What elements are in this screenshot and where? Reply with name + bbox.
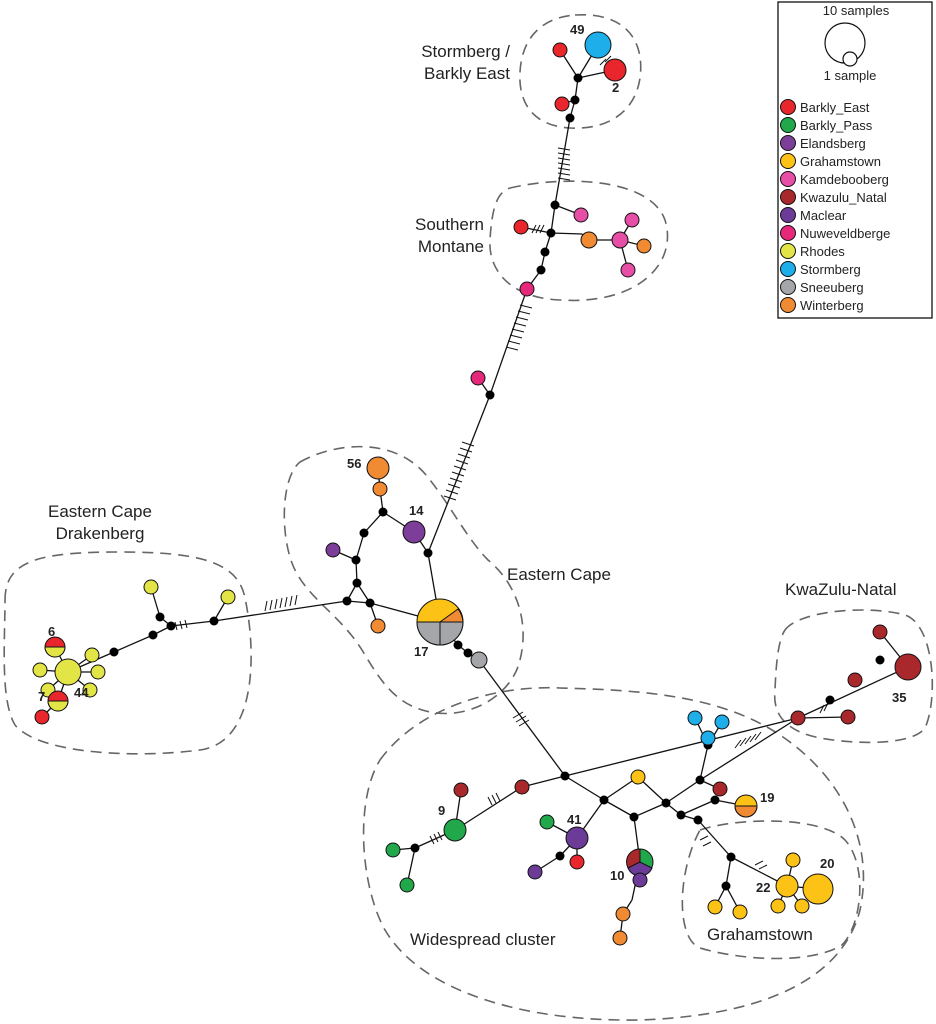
label-grahamstown: Grahamstown bbox=[707, 925, 813, 944]
label-h14: 14 bbox=[409, 503, 424, 518]
legend-label-grahamstown: Grahamstown bbox=[800, 154, 881, 169]
legend-label-barkly-east: Barkly_East bbox=[800, 100, 870, 115]
legend-swatch-winterberg bbox=[780, 297, 796, 313]
legend-swatch-stormberg bbox=[780, 261, 796, 277]
label-stormberg: Stormberg /Barkly East bbox=[421, 42, 510, 83]
label-h19: 19 bbox=[760, 790, 774, 805]
legend: 10 samples 1 sample Barkly_EastBarkly_Pa… bbox=[777, 1, 933, 319]
legend-label-sneeuberg: Sneeuberg bbox=[800, 280, 864, 295]
hull-grahamstown bbox=[681, 820, 861, 960]
label-kwazulu-natal: KwaZulu-Natal bbox=[785, 580, 897, 599]
legend-label-kwazulu-natal: Kwazulu_Natal bbox=[800, 190, 887, 205]
node-6-pie bbox=[44, 636, 66, 658]
haplotype-nodes bbox=[32, 31, 922, 946]
hull-southern-montane bbox=[489, 180, 669, 302]
legend-swatch-barkly-pass bbox=[780, 117, 796, 133]
legend-label-winterberg: Winterberg bbox=[800, 298, 864, 313]
legend-label-nuweveldberge: Nuweveldberge bbox=[800, 226, 890, 241]
legend-label-elandsberg: Elandsberg bbox=[800, 136, 866, 151]
label-h6: 6 bbox=[48, 624, 55, 639]
legend-swatch-rhodes bbox=[780, 243, 796, 259]
hull-kwazulu-natal bbox=[773, 609, 934, 744]
node-17-pie bbox=[416, 598, 464, 646]
legend-label-barkly-pass: Barkly_Pass bbox=[800, 118, 873, 133]
legend-swatch-nuweveldberge bbox=[780, 225, 796, 241]
label-h35: 35 bbox=[892, 690, 906, 705]
label-h41: 41 bbox=[567, 812, 581, 827]
legend-label-kamdebooberg: Kamdebooberg bbox=[800, 172, 889, 187]
hull-widespread bbox=[362, 686, 865, 1021]
mutation-ticks bbox=[174, 55, 829, 870]
label-h56: 56 bbox=[347, 456, 361, 471]
label-h22: 22 bbox=[756, 880, 770, 895]
haplotype-labels: 49 2 56 14 17 6 44 7 35 9 41 10 19 20 22 bbox=[38, 22, 906, 895]
label-eastern-cape: Eastern Cape bbox=[507, 565, 611, 584]
legend-label-maclear: Maclear bbox=[800, 208, 847, 223]
legend-label-stormberg: Stormberg bbox=[800, 262, 861, 277]
legend-swatch-sneeuberg bbox=[780, 279, 796, 295]
label-h49: 49 bbox=[570, 22, 584, 37]
legend-swatch-barkly-east bbox=[780, 99, 796, 115]
legend-label-rhodes: Rhodes bbox=[800, 244, 845, 259]
legend-size-small-label: 1 sample bbox=[824, 68, 877, 83]
hull-eastern-cape bbox=[283, 445, 524, 715]
label-h10: 10 bbox=[610, 868, 624, 883]
median-vectors bbox=[109, 73, 885, 891]
legend-swatch-maclear bbox=[780, 207, 796, 223]
label-h2: 2 bbox=[612, 80, 619, 95]
label-h20: 20 bbox=[820, 856, 834, 871]
node-19-pie bbox=[734, 794, 758, 818]
legend-swatch-kwazulu-natal bbox=[780, 189, 796, 205]
hull-stormberg bbox=[519, 14, 642, 129]
label-widespread-cluster: Widespread cluster bbox=[410, 930, 556, 949]
legend-swatch-elandsberg bbox=[780, 135, 796, 151]
label-h7: 7 bbox=[38, 689, 45, 704]
label-h44: 44 bbox=[74, 685, 89, 700]
legend-swatch-grahamstown bbox=[780, 153, 796, 169]
node-10-pie bbox=[626, 848, 654, 877]
legend-size-small-circle bbox=[842, 51, 858, 67]
hull-eastern-cape-drakenberg bbox=[3, 551, 252, 755]
node-stormberg-49 bbox=[584, 31, 612, 59]
legend-size-large-label: 10 samples bbox=[823, 3, 890, 18]
label-h9: 9 bbox=[438, 803, 445, 818]
label-h17: 17 bbox=[414, 644, 428, 659]
cluster-hulls bbox=[3, 14, 934, 1021]
legend-items: Barkly_EastBarkly_PassElandsbergGrahamst… bbox=[780, 99, 890, 313]
node-7-pie bbox=[47, 690, 69, 712]
legend-swatch-kamdebooberg bbox=[780, 171, 796, 187]
